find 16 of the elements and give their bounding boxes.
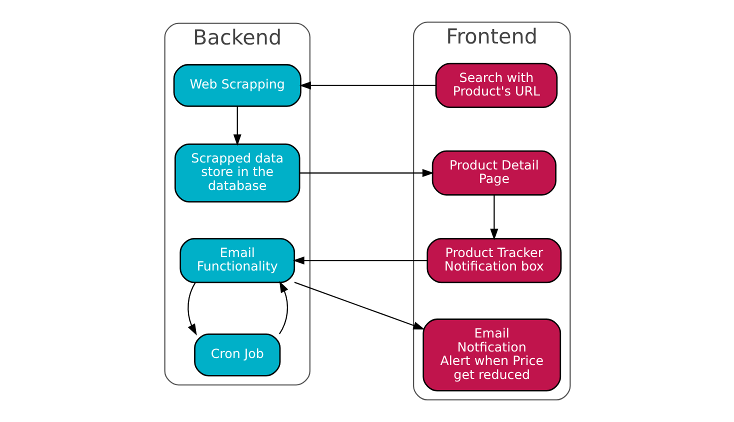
node-box: Scrapped data store in the database bbox=[174, 144, 300, 202]
node-box: Web Scrapping bbox=[172, 64, 301, 107]
arrow bbox=[299, 168, 434, 178]
node-box: Product Tracker Notification box bbox=[426, 238, 562, 284]
node-box: Email Notfication Alert when Price get reduced bbox=[422, 318, 561, 392]
arrow bbox=[490, 195, 498, 240]
arrow bbox=[232, 106, 241, 146]
arrow bbox=[278, 281, 288, 334]
arrow bbox=[298, 81, 436, 90]
arrow bbox=[294, 282, 424, 330]
node-box: Email Functionality bbox=[179, 238, 295, 284]
arrow bbox=[187, 282, 196, 336]
node-box: Product Detail Page bbox=[431, 150, 556, 196]
arrow bbox=[292, 256, 427, 265]
node-box: Search with Product's URL bbox=[434, 62, 558, 108]
node-box: Cron Job bbox=[194, 334, 280, 376]
